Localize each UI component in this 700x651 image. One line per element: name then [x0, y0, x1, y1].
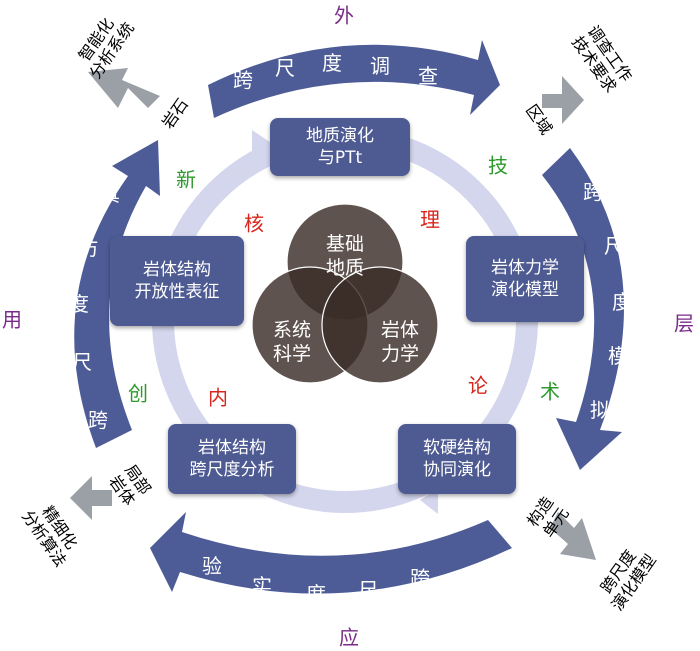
arrow-left-char-2: 尺 [72, 350, 92, 374]
inner-word-lun: 论 [468, 373, 488, 398]
node-open-characterization: 岩体结构 开放性表征 [110, 236, 244, 326]
venn-circle-right [321, 266, 439, 384]
outer-word-left: 用 [2, 307, 22, 332]
arrow-left-char-3: 度 [69, 292, 89, 316]
inner-word-ji: 技 [488, 153, 508, 178]
arrow-label-bottom: 验实 度 尺 跨 [202, 554, 430, 606]
arrow-label-left: 跨 尺 度 仿 真 [69, 182, 120, 432]
node-geologic-evolution: 地质演化 与PTt [270, 118, 410, 176]
venn-label-top: 基础地质 [326, 233, 364, 279]
arrow-bottom-char-4: 尺 [358, 578, 378, 602]
arrow-left-char-4: 仿 [78, 236, 98, 260]
arrow-right-char-5: 拟 [590, 398, 610, 422]
arrow-label-top: 跨尺 度 调 查 [233, 51, 438, 92]
outer-arrow-top [208, 40, 500, 118]
inner-word-nei: 内 [208, 385, 228, 410]
arrow-top-char-5: 查 [418, 64, 438, 88]
arrow-right-char-2: 尺 [604, 234, 624, 258]
node-soft-hard-structure: 软硬结构 协同演化 [398, 424, 516, 494]
inner-word-he: 核 [244, 211, 264, 236]
arrow-bottom-char-5: 跨 [410, 566, 430, 590]
arrow-right-char-4: 模 [608, 344, 628, 368]
arrow-bottom-char-3: 度 [306, 582, 326, 606]
inner-word-xin: 新 [176, 167, 196, 192]
outer-word-bottom: 应 [339, 625, 359, 650]
arrow-bottom-char-1: 验 [202, 554, 222, 578]
gray-arrow-top-right [542, 76, 584, 124]
gray-arrow-bottom-left [70, 476, 112, 520]
gray-arrow-bottom-right [550, 512, 596, 560]
arrow-right-char-1: 跨 [583, 180, 603, 204]
arrow-top-char-4: 调 [370, 54, 390, 78]
venn-label-left: 系统科学 [273, 319, 311, 365]
arrow-top-char-1: 跨 [233, 68, 253, 92]
inner-word-shu: 术 [540, 379, 560, 404]
outer-arrow-bottom [150, 512, 512, 594]
outer-word-right: 层 [674, 311, 694, 336]
ring-arrowhead-bottom [420, 488, 438, 514]
arrow-right-char-3: 度 [612, 290, 632, 314]
outer-word-top: 外 [334, 3, 354, 28]
gray-arrow-top-left [88, 68, 160, 108]
arrow-top-char-3: 度 [322, 51, 342, 75]
arrow-left-char-5: 真 [100, 182, 120, 206]
arrow-bottom-char-2: 实 [252, 574, 272, 598]
outer-arrow-right [542, 148, 624, 470]
node-rock-mechanics-model: 岩体力学 演化模型 [466, 236, 584, 322]
outer-arrow-left [74, 140, 160, 448]
node-cross-scale-analysis: 岩体结构 跨尺度分析 [168, 424, 296, 494]
venn-diagram: 基础地质 系统科学 岩体力学 [251, 203, 439, 384]
arrow-top-char-2: 尺 [275, 56, 295, 80]
venn-label-right: 岩体力学 [381, 319, 419, 365]
arrow-left-char-1: 跨 [88, 408, 108, 432]
inner-word-li: 理 [420, 207, 440, 232]
ring-arrowhead-top [252, 130, 270, 156]
inner-word-chuang: 创 [128, 381, 148, 406]
